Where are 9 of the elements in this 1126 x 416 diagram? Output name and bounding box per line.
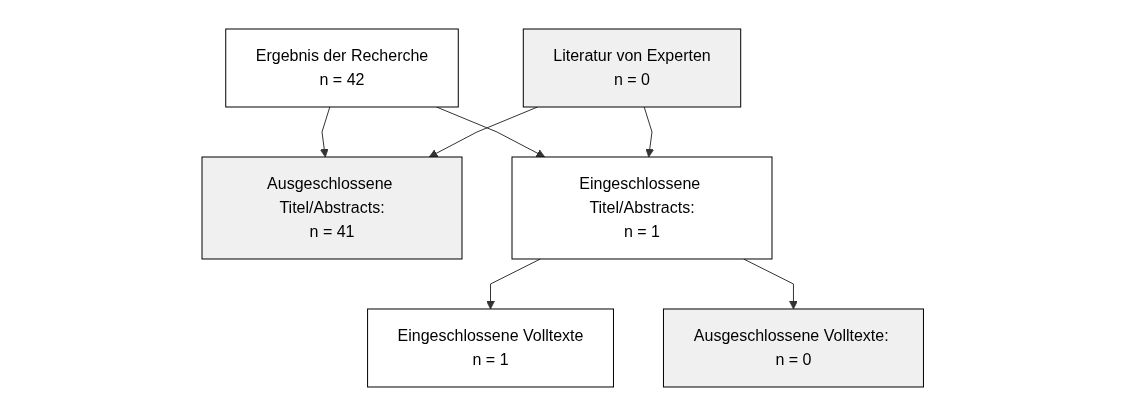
node-box: Eingeschlossene Volltexte n = 1 xyxy=(367,308,615,388)
arrow xyxy=(743,258,799,310)
node-box: Ergebnis der Recherche n = 42 xyxy=(225,28,460,108)
node-box: Literatur von Experten n = 0 xyxy=(523,28,742,108)
node-box: Eingeschlossene Titel/Abstracts: n = 1 xyxy=(511,156,773,260)
node-box: Ausgeschlossene Volltexte: n = 0 xyxy=(663,308,925,388)
node-box: Ausgeschlossene Titel/Abstracts: n = 41 xyxy=(201,156,463,260)
arrow xyxy=(643,106,655,158)
arrow xyxy=(320,106,331,158)
